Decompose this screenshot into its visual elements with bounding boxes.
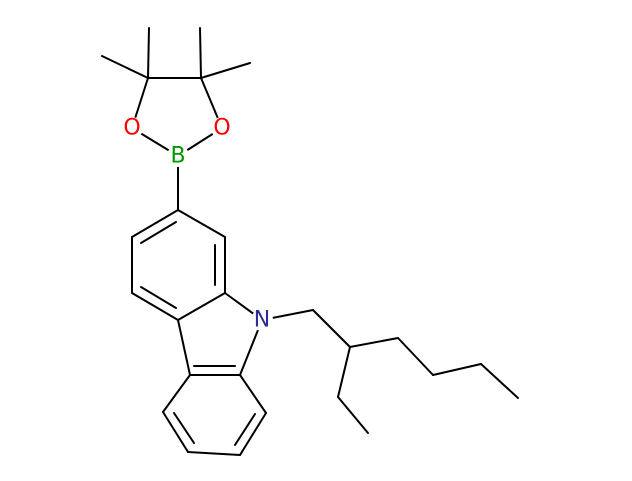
bond-pyrrole-4	[177, 319, 191, 376]
atom-labels: O O B N	[121, 116, 273, 333]
bond-ch-ethyl	[337, 346, 351, 398]
oxygen-right-atom: O	[211, 116, 233, 141]
boron-label: B	[170, 144, 185, 169]
bond-butyl-3	[432, 363, 482, 376]
bond-upper-ring-1	[177, 209, 226, 238]
boron-atom: B	[167, 144, 189, 169]
nitrogen-atom: N	[251, 308, 273, 333]
bond-upper-ring-6-inner	[140, 221, 177, 244]
bond-ch-butyl-1	[349, 337, 399, 348]
oxygen-left-label: O	[123, 116, 140, 141]
bond-ethyl-ch3	[337, 396, 369, 434]
bond-ch2-ch	[312, 309, 351, 348]
bond-butyl-4	[480, 363, 519, 399]
bond-lower-ring-4-inner	[234, 413, 256, 446]
bond-lower-ring-2-inner	[173, 412, 195, 444]
bond-lower-ring-5	[239, 374, 267, 414]
bond-c1-methyl-left	[101, 55, 149, 79]
bond-lower-ring-1	[162, 374, 191, 413]
bond-lower-ring-4	[239, 412, 267, 456]
bond-upper-ring-6	[131, 209, 179, 238]
oxygen-right-label: O	[213, 116, 230, 141]
bonds	[101, 27, 519, 456]
bond-c2-methyl-right	[200, 62, 251, 79]
bond-butyl-2	[397, 337, 434, 376]
bond-c2-methyl-up	[199, 27, 202, 79]
nitrogen-label: N	[254, 308, 270, 333]
bond-upper-ring-4-inner	[140, 286, 177, 309]
bond-lower-ring-2	[162, 411, 189, 453]
oxygen-left-atom: O	[121, 116, 143, 141]
bond-c1-methyl-up	[147, 27, 150, 79]
bond-lower-ring-3	[187, 451, 241, 456]
bond-upper-ring-3	[177, 292, 226, 321]
bond-upper-ring-4	[131, 292, 179, 321]
